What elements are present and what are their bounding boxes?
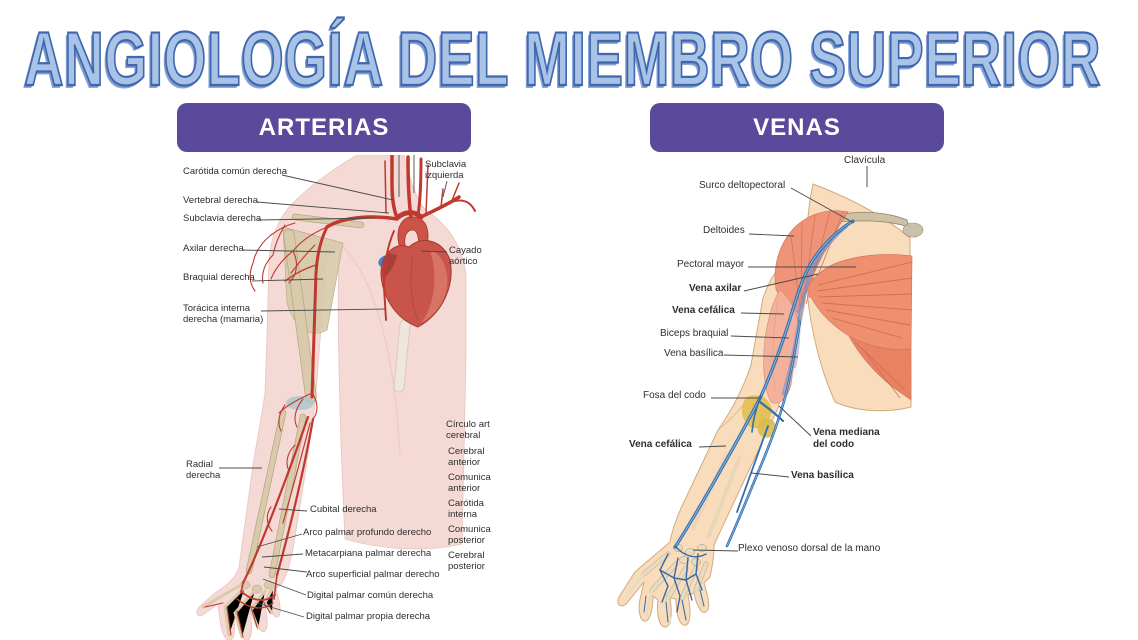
label-subclavia-izquierda: Subclavia izquierda [425, 159, 467, 182]
arterias-heading-banner: ARTERIAS [177, 103, 471, 152]
arteries [204, 155, 476, 638]
label-vena-basilica-inferior: Vena basílica [791, 470, 854, 481]
label-cerebral-posterior: Cerebral posterior [448, 550, 485, 573]
label-clavicula: Clavícula [844, 155, 886, 166]
arterias-illustration [196, 155, 476, 640]
label-arco-palmar-profundo: Arco palmar profundo derecho [303, 527, 432, 538]
label-vena-axilar: Vena axilar [689, 283, 742, 294]
label-deltoides: Deltoides [703, 225, 745, 236]
veins [643, 219, 855, 623]
venas-illustration [617, 166, 924, 628]
label-digital-palmar-comun: Digital palmar común derecha [307, 590, 434, 601]
label-braquial-derecha: Braquial derecha [183, 272, 255, 283]
label-axilar-derecha: Axilar derecha [183, 243, 244, 254]
page-title: ANGIOLOGÍA DEL MIEMBRO SUPERIOR [23, 17, 1102, 102]
arterias-figure [175, 155, 490, 640]
label-vena-cefalica-inferior: Vena cefálica [629, 439, 692, 450]
label-vena-cefalica-superior: Vena cefálica [672, 305, 735, 316]
label-digital-palmar-propia: Digital palmar propia derecha [306, 611, 431, 622]
label-toracica-interna: Torácica interna derecha (mamaria) [183, 303, 264, 326]
label-comunicante-anterior: Comunica anterior [448, 472, 491, 495]
label-comunicante-posterior: Comunica posterior [448, 524, 491, 547]
label-cayado-aortico: Cayado aórtico [449, 245, 482, 268]
label-pectoral-mayor: Pectoral mayor [677, 259, 745, 270]
label-subclavia-derecha: Subclavia derecha [183, 213, 262, 224]
label-plexo-venoso-dorsal: Plexo venoso dorsal de la mano [738, 543, 881, 554]
label-surco-deltopectoral: Surco deltopectoral [699, 180, 786, 191]
label-circulo-arterial-cerebral: Círculo art cerebral [446, 419, 490, 442]
label-biceps-braquial: Biceps braquial [660, 328, 729, 339]
leader-lines [692, 166, 868, 552]
label-cubital-derecha: Cubital derecha [310, 504, 377, 515]
leader-lines [219, 155, 448, 618]
label-fosa-del-codo: Fosa del codo [643, 390, 706, 401]
label-carotida-interna: Carótida interna [448, 498, 484, 521]
label-arco-superficial-palmar: Arco superficial palmar derecho [306, 569, 440, 580]
heart [378, 216, 452, 393]
label-vena-mediana-del-codo: Vena mediana del codo [813, 427, 880, 450]
label-vena-basilica-superior: Vena basílica [664, 348, 724, 359]
label-metacarpiana-palmar: Metacarpiana palmar derecha [305, 548, 432, 559]
venas-heading-banner: VENAS [650, 103, 944, 152]
label-cerebral-anterior: Cerebral anterior [448, 446, 485, 469]
label-radial-derecha: Radial derecha [186, 459, 221, 482]
label-carotida-comun-derecha: Carótida común derecha [183, 166, 288, 177]
label-vertebral-derecha: Vertebral derecha [183, 195, 258, 206]
venas-figure [610, 150, 940, 640]
